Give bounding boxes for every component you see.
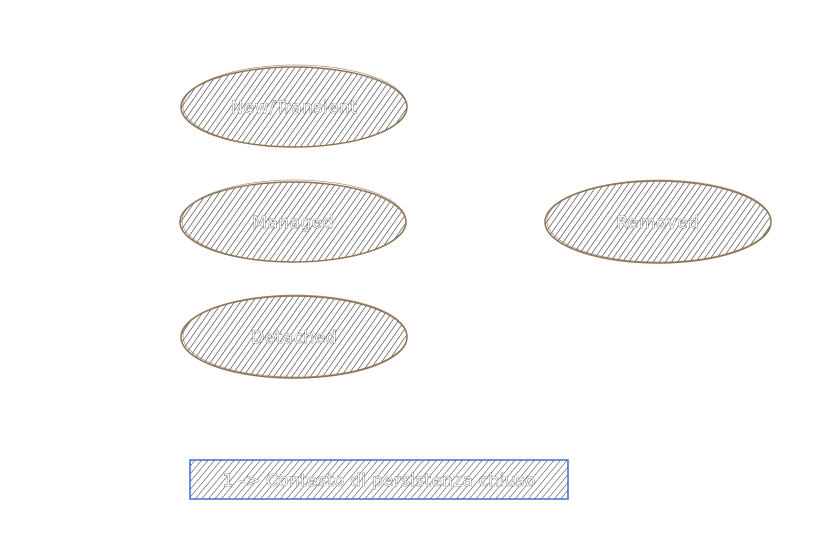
state-detached[interactable]: Detached: [180, 294, 408, 379]
state-removed[interactable]: Removed: [544, 179, 772, 264]
state-removed-label: Removed: [616, 213, 699, 233]
state-new-transient[interactable]: New/Transient: [180, 64, 408, 148]
state-detached-label: Detached: [251, 328, 337, 348]
legend-note[interactable]: 1 -> Contesto di persistenza chiuso: [189, 459, 569, 500]
state-removed-sketch-stroke: [546, 179, 772, 263]
legend-note-box: [189, 459, 569, 500]
state-new-transient-label: New/Transient: [231, 98, 358, 118]
legend-note-label: 1 -> Contesto di persistenza chiuso: [222, 471, 535, 491]
state-managed-label: Managed: [252, 213, 334, 233]
state-detached-sketch-stroke: [182, 294, 408, 378]
state-managed-sketch-stroke: [181, 179, 407, 263]
state-managed[interactable]: Managed: [179, 179, 407, 263]
state-new-transient-sketch-stroke: [182, 64, 408, 148]
